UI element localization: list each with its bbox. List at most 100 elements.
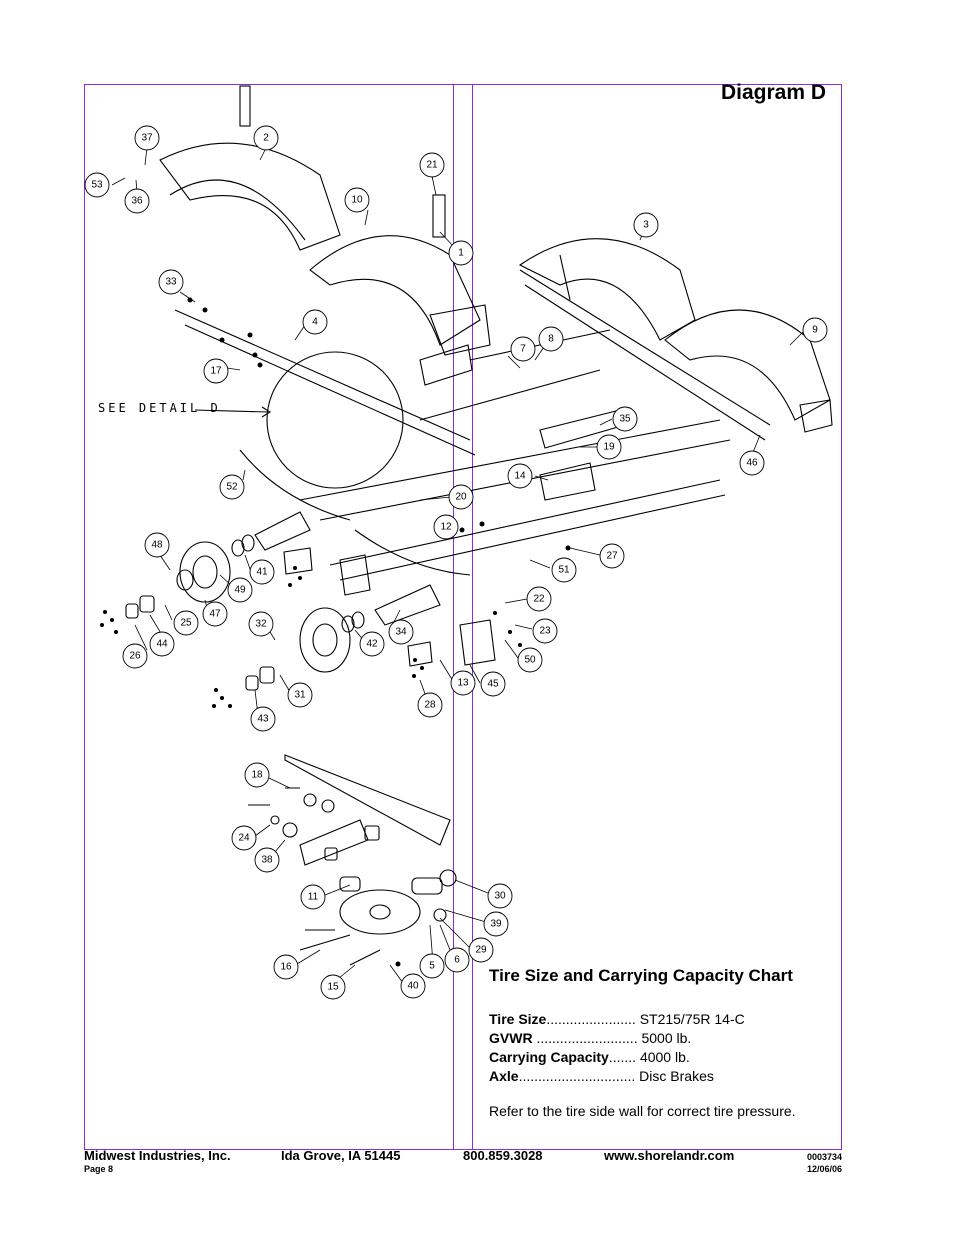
callout-2: 2 xyxy=(253,125,279,151)
callout-label: 41 xyxy=(256,567,268,578)
callout-label: 22 xyxy=(533,594,545,605)
callout-label: 31 xyxy=(294,690,306,701)
callout-16: 16 xyxy=(273,954,299,980)
callout-15: 15 xyxy=(320,974,346,1000)
callout-36: 36 xyxy=(124,188,150,214)
callout-label: 20 xyxy=(455,492,467,503)
callout-39: 39 xyxy=(483,911,509,937)
frame-divider-right xyxy=(472,84,473,1150)
callout-29: 29 xyxy=(468,937,494,963)
callout-20: 20 xyxy=(448,484,474,510)
callout-label: 26 xyxy=(129,651,141,662)
capacity-chart-title: Tire Size and Carrying Capacity Chart xyxy=(489,966,793,985)
page-title: Diagram D xyxy=(720,81,826,104)
callout-27: 27 xyxy=(599,543,625,569)
spec-row-carrying-capacity: Carrying Capacity....... 4000 lb. xyxy=(489,1049,690,1065)
callout-23: 23 xyxy=(532,618,558,644)
callout-label: 25 xyxy=(180,618,192,629)
bracket-14 xyxy=(539,462,596,501)
callout-40: 40 xyxy=(400,973,426,999)
callout-label: 40 xyxy=(407,981,419,992)
axle-spindle-left xyxy=(254,511,311,551)
callout-19: 19 xyxy=(596,434,622,460)
tire-pressure-note: Refer to the tire side wall for correct … xyxy=(489,1103,796,1119)
callout-1: 1 xyxy=(448,240,474,266)
axle-frame xyxy=(174,269,771,581)
callout-41: 41 xyxy=(249,559,275,585)
callout-25: 25 xyxy=(173,610,199,636)
footer-doc-number: 0003734 xyxy=(806,1152,842,1162)
footer-city: Ida Grove, IA 51445 xyxy=(281,1148,401,1163)
spec-row-tire-size: Tire Size....................... ST215/7… xyxy=(489,1011,745,1027)
callout-label: 53 xyxy=(91,180,103,191)
callout-22: 22 xyxy=(526,586,552,612)
fender-10 xyxy=(309,194,491,356)
callout-32: 32 xyxy=(248,611,274,637)
fender-3 xyxy=(518,238,696,341)
callout-label: 46 xyxy=(746,458,758,469)
callout-label: 18 xyxy=(251,770,263,781)
callout-24: 24 xyxy=(231,825,257,851)
callout-label: 13 xyxy=(457,678,469,689)
callout-label: 50 xyxy=(524,655,536,666)
callout-28: 28 xyxy=(417,692,443,718)
callout-34: 34 xyxy=(388,619,414,645)
callout-label: 35 xyxy=(619,414,631,425)
capacity-chart: Tire Size....................... ST215/7… xyxy=(489,1010,745,1086)
callout-label: 34 xyxy=(395,627,407,638)
footer-date: 12/06/06 xyxy=(806,1164,842,1174)
callout-31: 31 xyxy=(287,682,313,708)
callout-label: 45 xyxy=(487,679,499,690)
callout-3: 3 xyxy=(633,212,659,238)
page-frame xyxy=(84,84,842,1150)
callout-30: 30 xyxy=(487,883,513,909)
callout-label: 6 xyxy=(454,955,460,966)
callout-label: 51 xyxy=(558,565,570,576)
callout-44: 44 xyxy=(149,631,175,657)
callout-label: 48 xyxy=(151,540,163,551)
callout-10: 10 xyxy=(344,187,370,213)
callout-18: 18 xyxy=(244,762,270,788)
callout-label: 7 xyxy=(520,344,526,355)
callout-49: 49 xyxy=(227,577,253,603)
callout-17: 17 xyxy=(203,358,229,384)
callout-label: 15 xyxy=(327,982,339,993)
callout-21: 21 xyxy=(419,152,445,178)
footer-website: www.shorelandr.com xyxy=(604,1148,735,1163)
see-detail-label: SEE DETAIL D xyxy=(98,401,221,415)
callout-label: 17 xyxy=(210,366,222,377)
callout-label: 44 xyxy=(156,639,168,650)
leaf-spring-52 xyxy=(239,449,351,521)
callout-label: 47 xyxy=(209,609,221,620)
callout-label: 14 xyxy=(514,471,526,482)
detail-circle xyxy=(266,351,404,489)
callout-label: 52 xyxy=(226,482,238,493)
callout-33: 33 xyxy=(158,269,184,295)
frame-divider-left xyxy=(453,84,454,1150)
callout-13: 13 xyxy=(450,670,476,696)
callout-37: 37 xyxy=(134,125,160,151)
callout-label: 32 xyxy=(255,619,267,630)
callout-50: 50 xyxy=(517,647,543,673)
callout-53: 53 xyxy=(84,172,110,198)
callout-8: 8 xyxy=(538,326,564,352)
footer-phone: 800.859.3028 xyxy=(463,1148,543,1163)
callout-label: 24 xyxy=(238,833,250,844)
spec-row-axle: Axle.............................. Disc … xyxy=(489,1068,714,1084)
callout-label: 29 xyxy=(475,945,487,956)
callout-14: 14 xyxy=(507,463,533,489)
callout-35: 35 xyxy=(612,406,638,432)
footer-company: Midwest Industries, Inc. xyxy=(84,1148,231,1163)
callout-label: 4 xyxy=(312,317,318,328)
callout-label: 49 xyxy=(234,585,246,596)
callout-51: 51 xyxy=(551,557,577,583)
callout-label: 8 xyxy=(548,334,554,345)
callout-label: 38 xyxy=(261,855,273,866)
callout-47: 47 xyxy=(202,601,228,627)
callout-label: 43 xyxy=(257,714,269,725)
hanger-bracket xyxy=(284,754,451,846)
callout-46: 46 xyxy=(739,450,765,476)
callout-5: 5 xyxy=(419,953,445,979)
callout-52: 52 xyxy=(219,474,245,500)
callout-label: 33 xyxy=(165,277,177,288)
